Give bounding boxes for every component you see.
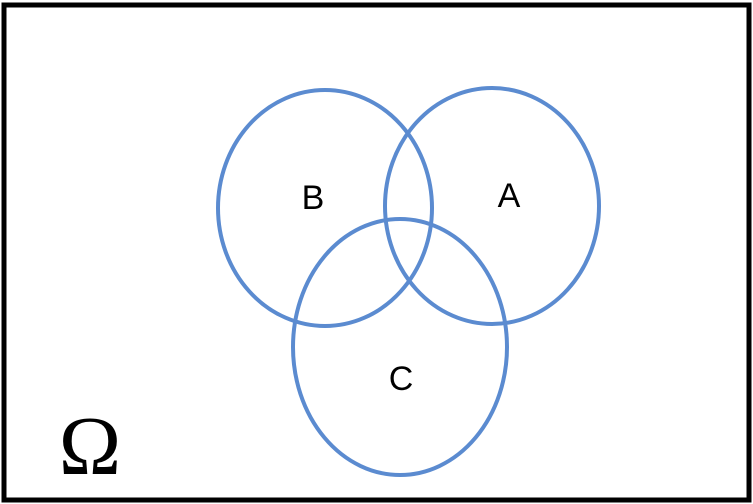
set-a-circle <box>383 86 601 326</box>
set-b-label: B <box>302 179 325 217</box>
universe-omega-label: Ω <box>59 400 121 493</box>
set-c-label: C <box>389 360 414 398</box>
set-a-label: A <box>498 177 521 215</box>
set-b-circle <box>216 88 434 328</box>
set-c-circle <box>291 217 509 477</box>
